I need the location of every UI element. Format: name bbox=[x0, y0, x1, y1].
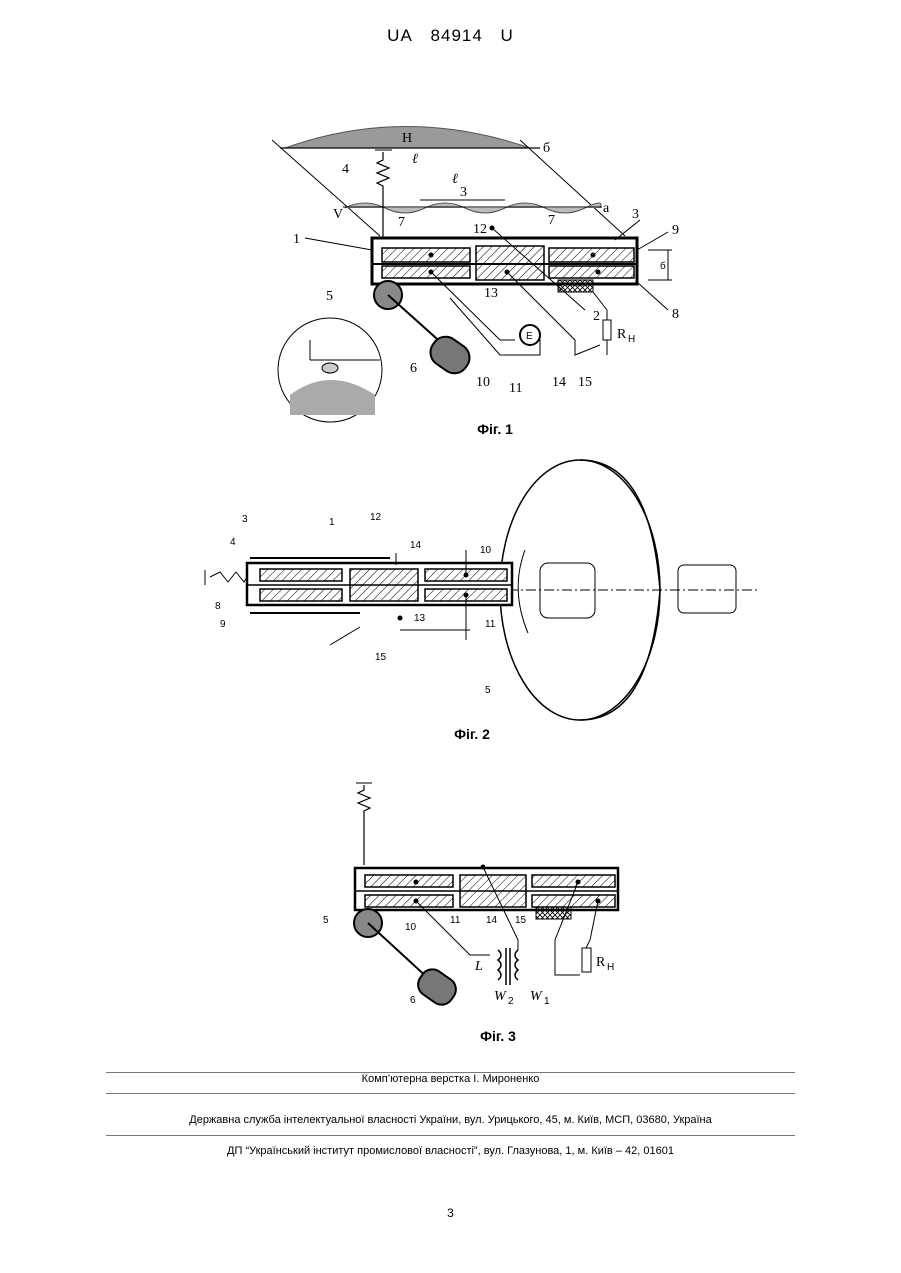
label-load-r: R bbox=[596, 955, 606, 970]
page-number: 3 bbox=[0, 1206, 901, 1220]
label-15: 15 bbox=[375, 652, 387, 663]
label-14: 14 bbox=[552, 375, 566, 390]
label-l3-num: ℓ bbox=[452, 172, 458, 187]
label-10: 10 bbox=[405, 922, 417, 933]
label-load-r-sub: H bbox=[607, 962, 614, 973]
label-w2-sub: 2 bbox=[508, 996, 514, 1007]
label-7a: 7 bbox=[398, 215, 405, 230]
figure-2-caption: Фіг. 2 bbox=[412, 726, 532, 742]
label-5: 5 bbox=[323, 915, 329, 926]
label-10: 10 bbox=[480, 545, 492, 556]
label-1: 1 bbox=[293, 232, 300, 247]
label-9: 9 bbox=[672, 223, 679, 238]
label-w1: W bbox=[530, 989, 543, 1004]
label-15: 15 bbox=[578, 375, 592, 390]
label-3: 3 bbox=[242, 514, 248, 525]
figure-2-drawing: 3 1 4 5 8 9 10 11 12 13 14 15 bbox=[0, 455, 901, 755]
label-13: 13 bbox=[414, 613, 426, 624]
figure-1-drawing: H б a V ℓ ℓ 3 1 2 3 4 5 6 7 7 8 9 10 11 … bbox=[0, 0, 901, 420]
footer-layout: Комп’ютерна верстка І. Мироненко bbox=[0, 1073, 901, 1085]
label-8: 8 bbox=[215, 601, 221, 612]
label-14: 14 bbox=[410, 540, 422, 551]
label-w1-sub: 1 bbox=[544, 996, 550, 1007]
label-l: ℓ bbox=[412, 152, 418, 167]
spring-4 bbox=[377, 152, 389, 240]
figure-1-caption: Фіг. 1 bbox=[435, 421, 555, 437]
footer-agency: Державна служба інтелектуальної власност… bbox=[0, 1114, 901, 1126]
footer-rule-3 bbox=[106, 1135, 795, 1136]
label-11: 11 bbox=[509, 381, 522, 396]
label-6: 6 bbox=[410, 361, 417, 376]
label-a: a bbox=[603, 201, 610, 216]
label-9: 9 bbox=[220, 619, 226, 630]
label-load-r: R bbox=[617, 327, 627, 342]
label-b: б bbox=[543, 141, 550, 156]
label-5: 5 bbox=[485, 685, 491, 696]
figure-3-caption: Фіг. 3 bbox=[438, 1028, 558, 1044]
label-11: 11 bbox=[485, 619, 496, 630]
label-7b: 7 bbox=[548, 213, 555, 228]
label-12: 12 bbox=[473, 222, 487, 237]
label-10: 10 bbox=[476, 375, 490, 390]
label-w2: W bbox=[494, 989, 507, 1004]
label-13: 13 bbox=[484, 286, 498, 301]
label-11: 11 bbox=[450, 915, 461, 926]
label-12: 12 bbox=[370, 512, 382, 523]
motor-6 bbox=[425, 331, 475, 379]
label-load-r-sub: H bbox=[628, 334, 635, 345]
label-8: 8 bbox=[672, 307, 679, 322]
label-h: H bbox=[402, 131, 412, 146]
label-14: 14 bbox=[486, 915, 498, 926]
label-3: 3 bbox=[632, 207, 639, 222]
label-2: 2 bbox=[593, 309, 600, 324]
label-1: 1 bbox=[329, 517, 335, 528]
label-inductor-l: L bbox=[474, 959, 483, 974]
label-15: 15 bbox=[515, 915, 527, 926]
label-4: 4 bbox=[342, 162, 349, 177]
label-l3-den: 3 bbox=[460, 185, 467, 200]
figure-3-drawing: 5 6 10 11 14 15 L W 2 W 1 R H bbox=[0, 765, 901, 1025]
label-v: V bbox=[333, 207, 343, 222]
label-6: 6 bbox=[410, 995, 416, 1006]
label-thickness: б bbox=[660, 260, 666, 272]
footer-institute: ДП “Український інститут промислової вла… bbox=[0, 1145, 901, 1157]
label-5: 5 bbox=[326, 289, 333, 304]
footer-rule-2 bbox=[106, 1093, 795, 1094]
label-source-e: E bbox=[526, 331, 533, 342]
label-4: 4 bbox=[230, 537, 236, 548]
